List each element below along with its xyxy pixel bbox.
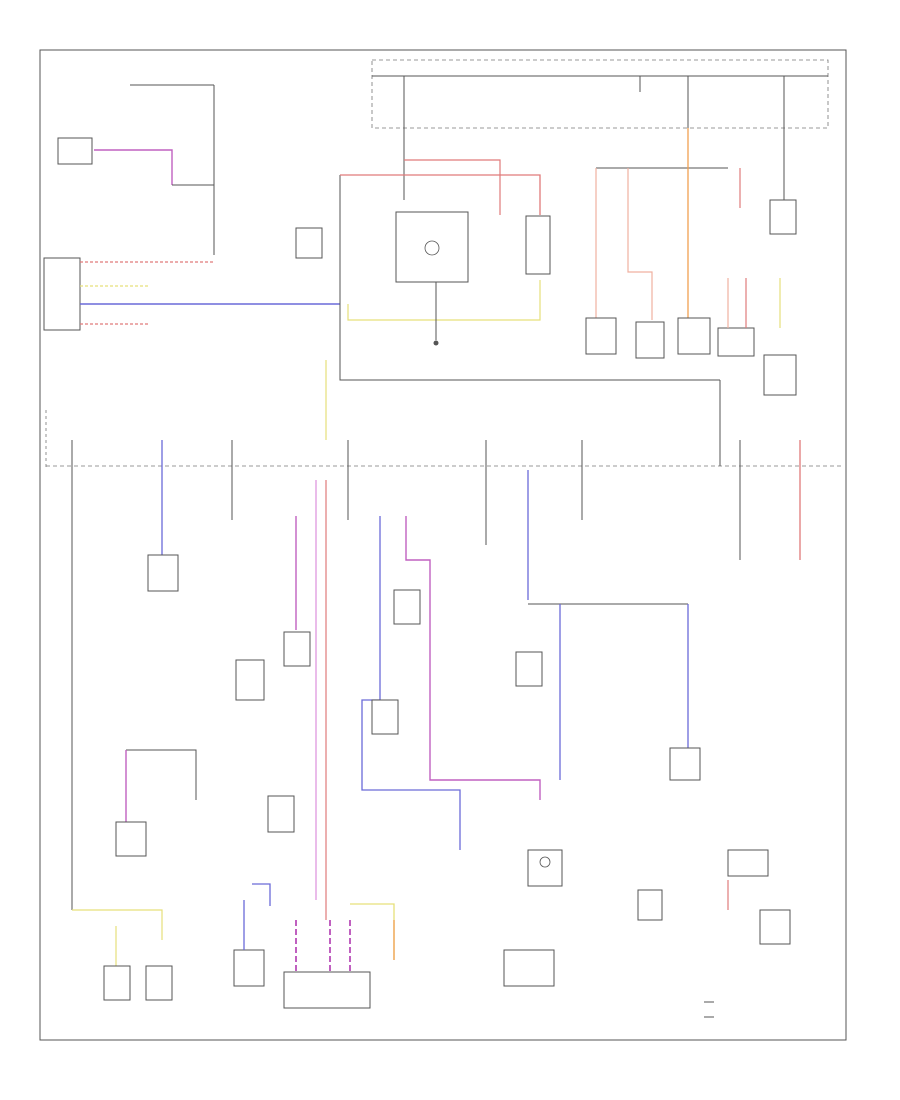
upper-center-relay-area <box>295 128 720 381</box>
legend <box>704 1001 714 1018</box>
diagram-frame <box>39 49 847 1041</box>
lower-left-components <box>72 749 295 1001</box>
upper-right-relays <box>585 128 797 396</box>
top-fuse-box <box>371 59 829 129</box>
upper-left-group <box>43 84 340 331</box>
bottom-connector-block <box>283 903 555 1009</box>
middle-components <box>147 516 791 945</box>
fuse-drops <box>71 440 801 920</box>
fuse-bus <box>45 360 842 470</box>
